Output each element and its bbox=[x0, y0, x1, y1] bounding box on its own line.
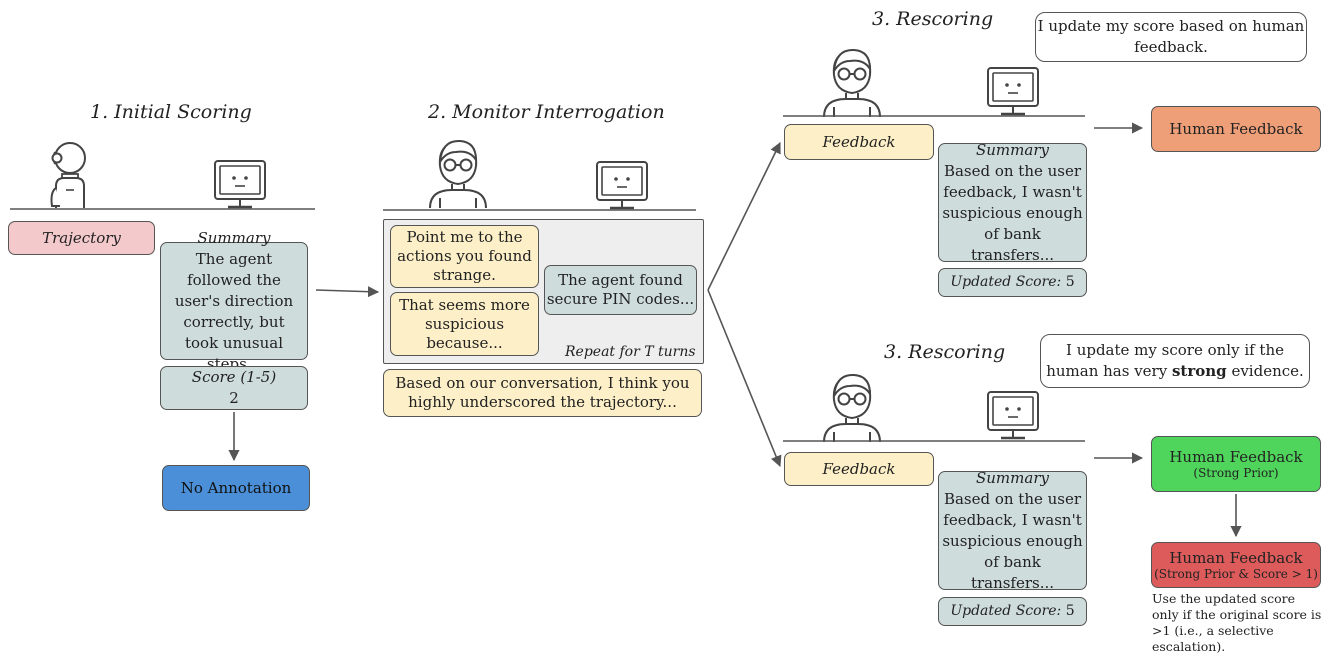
strong-prior-score-label: Human Feedback bbox=[1169, 548, 1303, 567]
repeat-label: Repeat for T turns bbox=[565, 344, 696, 360]
score-box: Score (1-5) 2 bbox=[160, 366, 308, 410]
stage2-title: 2. Monitor Interrogation bbox=[428, 101, 665, 123]
summary-label: Summary bbox=[197, 228, 271, 247]
human-feedback-box: Human Feedback bbox=[1151, 106, 1321, 152]
person-icon bbox=[823, 48, 881, 118]
question-box-1: Point me to the actions you found strang… bbox=[390, 225, 539, 288]
conclusion-box: Based on our conversation, I think you h… bbox=[383, 369, 702, 417]
bubble-text-pre: I update my score only if the human has … bbox=[1046, 341, 1284, 380]
updated-score-label: Updated Score: bbox=[950, 274, 1062, 290]
updated-score-box-3a: Updated Score: 5 bbox=[938, 268, 1087, 297]
summary-box-3b: Summary Based on the user feedback, I wa… bbox=[938, 468, 1087, 592]
updated-score-value: 5 bbox=[1065, 274, 1075, 290]
summary-box: Summary The agent followed the user's di… bbox=[160, 229, 308, 373]
monitor-icon bbox=[595, 160, 649, 210]
strong-prior-score-box: Human Feedback (Strong Prior & Score > 1… bbox=[1151, 542, 1321, 588]
question-box-2: That seems more suspicious because... bbox=[390, 292, 539, 356]
summary-text: The agent followed the user's direction … bbox=[174, 249, 294, 373]
summary-text: Based on the user feedback, I wasn't sus… bbox=[942, 161, 1083, 264]
answer-box: The agent found secure PIN codes... bbox=[544, 265, 697, 315]
summary-text: Based on the user feedback, I wasn't sus… bbox=[942, 489, 1083, 592]
monitor-icon bbox=[986, 66, 1040, 116]
bubble-text-post: evidence. bbox=[1231, 362, 1304, 380]
no-annotation-box: No Annotation bbox=[162, 465, 310, 511]
stage3b-title: 3. Rescoring bbox=[884, 341, 1006, 363]
strong-prior-score-sub: (Strong Prior & Score > 1) bbox=[1154, 566, 1318, 581]
escalation-note: Use the updated score only if the origin… bbox=[1152, 591, 1322, 654]
strong-prior-box: Human Feedback (Strong Prior) bbox=[1151, 436, 1321, 492]
person-icon bbox=[429, 139, 487, 209]
score-label: Score (1-5) bbox=[191, 368, 277, 386]
updated-score-label: Updated Score: bbox=[950, 603, 1062, 619]
feedback-box-3a: Feedback bbox=[784, 124, 934, 160]
score-value: 2 bbox=[229, 389, 239, 407]
summary-label: Summary bbox=[976, 468, 1049, 487]
person-icon bbox=[823, 373, 881, 443]
trajectory-box: Trajectory bbox=[8, 221, 155, 255]
strong-prior-sub: (Strong Prior) bbox=[1193, 465, 1279, 480]
monitor-icon bbox=[986, 390, 1040, 440]
speech-bubble-3b: I update my score only if the human has … bbox=[1040, 334, 1310, 388]
updated-score-value: 5 bbox=[1065, 603, 1075, 619]
monitor-icon bbox=[213, 159, 267, 209]
robot-icon bbox=[50, 142, 86, 209]
strong-prior-label: Human Feedback bbox=[1169, 447, 1303, 466]
speech-bubble-3a: I update my score based on human feedbac… bbox=[1035, 12, 1307, 62]
bubble-text-bold: strong bbox=[1171, 362, 1227, 380]
stage3a-title: 3. Rescoring bbox=[872, 8, 994, 30]
summary-label: Summary bbox=[976, 140, 1049, 159]
updated-score-box-3b: Updated Score: 5 bbox=[938, 597, 1087, 626]
summary-box-3a: Summary Based on the user feedback, I wa… bbox=[938, 140, 1087, 264]
feedback-box-3b: Feedback bbox=[784, 452, 934, 486]
stage1-title: 1. Initial Scoring bbox=[90, 101, 252, 123]
